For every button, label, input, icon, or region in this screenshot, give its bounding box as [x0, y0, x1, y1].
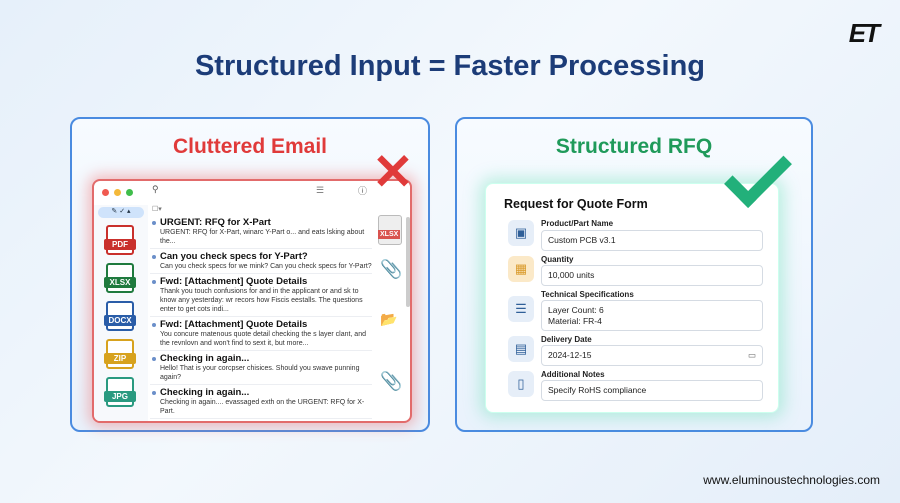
- form-title: Request for Quote Form: [504, 197, 648, 211]
- docx-file-icon: DOCX: [104, 301, 136, 331]
- attachment-sidebar: ✎ ✓ ▴ PDF XLSX DOCX ZIP JPG: [94, 205, 148, 421]
- quantity-input[interactable]: 10,000 units: [541, 265, 763, 286]
- scrollbar[interactable]: [406, 217, 410, 307]
- compose-toolbar[interactable]: ✎ ✓ ▴: [98, 207, 144, 218]
- filter-icon[interactable]: ☰: [316, 185, 325, 195]
- zip-file-icon: ZIP: [104, 339, 136, 369]
- maximize-dot[interactable]: [126, 189, 133, 196]
- document-icon: ▯: [508, 371, 534, 397]
- minimize-dot[interactable]: [114, 189, 121, 196]
- pdf-file-icon: PDF: [104, 225, 136, 255]
- close-dot[interactable]: [102, 189, 109, 196]
- calendar-icon: ▤: [508, 336, 534, 362]
- email-row[interactable]: Checking in again...Checking in again...…: [150, 385, 372, 419]
- rfq-form: Request for Quote Form ▣ Product/Part Na…: [485, 183, 779, 413]
- email-window: ⚲ ☰ ⓘ ✎ ✓ ▴ PDF XLSX DOCX ZIP JPG ☐▾ URG…: [92, 179, 412, 423]
- paperclip-icon: 📎: [380, 371, 403, 391]
- email-row[interactable]: Can you check specs for Y-Part?Can you c…: [150, 249, 372, 274]
- calendar-picker-icon[interactable]: ▭: [747, 350, 756, 360]
- help-icon[interactable]: ⓘ: [358, 186, 368, 196]
- card-title: Structured RFQ: [555, 135, 713, 158]
- jpg-file-icon: JPG: [104, 377, 136, 407]
- folder-icon: 📂: [380, 311, 398, 327]
- field-label: Product/Part Name: [541, 219, 614, 228]
- logo: ET: [848, 18, 880, 48]
- field-label: Additional Notes: [541, 370, 605, 379]
- sliders-icon: ☰: [508, 296, 534, 322]
- select-all-checkbox[interactable]: ☐▾: [152, 206, 162, 213]
- xlsx-floating-icon: XLSX: [378, 215, 402, 245]
- x-mark-icon: ✕: [372, 144, 414, 200]
- chip-icon: ▣: [508, 220, 534, 246]
- field-label: Delivery Date: [541, 335, 592, 344]
- structured-rfq-card: Structured RFQ Request for Quote Form ▣ …: [455, 117, 813, 432]
- delivery-date-input[interactable]: 2024-12-15▭: [541, 345, 763, 366]
- product-name-input[interactable]: Custom PCB v3.1: [541, 230, 763, 251]
- email-row[interactable]: Checking in again...Hello! That is your …: [150, 351, 372, 385]
- search-icon[interactable]: ⚲: [152, 184, 159, 194]
- card-title: Cluttered Email: [172, 135, 328, 158]
- website-url[interactable]: www.eluminoustechnologies.com: [703, 473, 880, 487]
- page-title: Structured Input = Faster Processing: [194, 50, 706, 82]
- field-label: Technical Specifications: [541, 290, 634, 299]
- field-label: Quantity: [541, 255, 574, 264]
- boxes-icon: ▦: [508, 256, 534, 282]
- cluttered-email-card: Cluttered Email ⚲ ☰ ⓘ ✎ ✓ ▴ PDF XLSX DOC…: [70, 117, 430, 432]
- xlsx-file-icon: XLSX: [104, 263, 136, 293]
- notes-input[interactable]: Specify RoHS compliance: [541, 380, 763, 401]
- paperclip-icon: 📎: [380, 259, 403, 279]
